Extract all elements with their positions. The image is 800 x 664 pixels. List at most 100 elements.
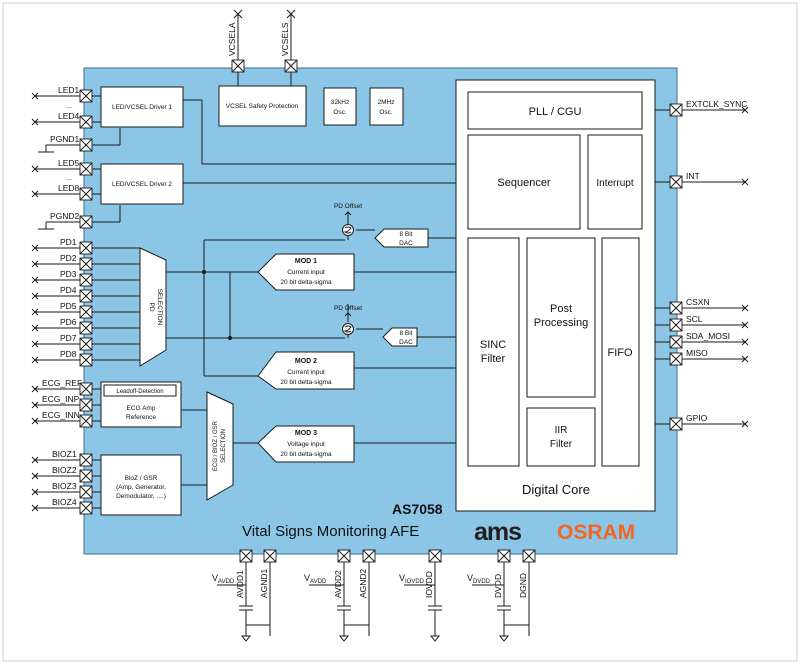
digital-core: PLL / CGU Sequencer Interrupt SINC Filte… [455,79,656,512]
pin-label-pd8: PD8 [60,349,77,359]
pin-label-dgnd: DGND [518,573,528,598]
pin-label-int: INT [686,171,700,181]
svg-text:Current input: Current input [287,269,325,276]
pin-label-pd5: PD5 [60,301,77,311]
supply-label-avdd2: VAVDD [304,573,327,585]
svg-text:IIR: IIR [555,425,568,436]
pin-label-vcsela: VCSELA [227,22,237,56]
pin-label-pd7: PD7 [60,333,77,343]
digital-core-label: Digital Core [522,482,590,497]
pin-label-agnd1: AGND1 [259,568,269,598]
vcsel-safety-protection: VCSEL Safety Protection [218,85,307,127]
pin-label-pd1: PD1 [60,237,77,247]
svg-text:8 Bit: 8 Bit [399,330,412,337]
svg-text:Reference: Reference [126,414,156,421]
pin-label-led8: LED8 [58,183,80,193]
pin-label-led5: LED5 [58,158,80,168]
pin-label-csxn: CSXN [686,297,710,307]
svg-text:Post: Post [550,303,572,315]
pin-label-avdd1: AVDD1 [235,570,245,598]
svg-text:MOD 3: MOD 3 [295,430,317,437]
svg-text:Demodulator, ....): Demodulator, ....) [116,493,166,500]
svg-text:DAC: DAC [399,240,413,247]
svg-text:Processing: Processing [534,317,588,329]
left-ecg-bioz-pins: ECG_REF ECG_INP ECG_INN BIOZ1 BIOZ2 BIOZ… [31,378,82,512]
pin-label-vcsels: VCSELS [280,22,290,56]
chip-subtitle: Vital Signs Monitoring AFE [242,523,419,540]
mod-2: MOD 2 Current input 20 bit delta-sigma [257,351,355,390]
svg-text:PD Offset: PD Offset [334,305,362,312]
pin-label-scl: SCL [686,314,703,324]
pin-label-dvdd: DVDD [493,574,503,598]
pin-label-ecg-inp: ECG_INP [42,394,80,404]
bioz-gsr-block: BioZ / GSR (Amp, Generator, Demodulator,… [100,454,182,516]
svg-text:Osc.: Osc. [379,109,393,116]
svg-text:8 Bit: 8 Bit [399,231,412,238]
left-pd-pins: PD1 PD2 PD3 PD4 PD5 PD6 PD7 PD8 [31,237,80,364]
pin-label-pd2: PD2 [60,253,77,263]
mod-1: MOD 1 Current input 20 bit delta-sigma [257,253,355,291]
svg-text:VCSEL Safety Protection: VCSEL Safety Protection [226,103,299,110]
svg-text:Filter: Filter [481,353,506,365]
pin-label-iovdd: IOVDD [424,571,434,598]
ecg-amp-block: Leadoff-Detection ECG Amp Reference [100,381,182,428]
pin-label-bioz1: BIOZ1 [52,449,77,459]
pin-label-agnd2: AGND2 [358,568,368,598]
interrupt-label: Interrupt [596,178,633,189]
pin-label-pgnd1: PGND1 [50,134,80,144]
svg-text:(Amp, Generator,: (Amp, Generator, [116,484,166,491]
pd-offset-1: PD Offset 8 Bit DAC [334,203,429,248]
top-pins: VCSELA VCSELS [227,9,296,86]
pin-label-pd4: PD4 [60,285,77,295]
pin-label-extclk-sync: EXTCLK_SYNC [686,99,747,109]
pin-label-pgnd2: PGND2 [50,211,80,221]
svg-text:20 bit delta-sigma: 20 bit delta-sigma [280,279,332,286]
svg-text:PD Offset: PD Offset [334,203,362,210]
pin-label-led4: LED4 [58,111,80,121]
svg-text:Voltage input: Voltage input [287,441,325,448]
pin-label-bioz4: BIOZ4 [52,497,77,507]
svg-text:20 bit delta-sigma: 20 bit delta-sigma [280,451,332,458]
pin-label-pd3: PD3 [60,269,77,279]
svg-text:BioZ / GSR: BioZ / GSR [125,475,158,482]
osram-logo: OSRAM [557,521,635,544]
led-driver-1: LED/VCSEL Driver 1 [100,86,184,128]
pin-label-ecg-ref: ECG_REF [42,378,82,388]
svg-text:LED/VCSEL Driver 2: LED/VCSEL Driver 2 [112,181,172,188]
pll-cgu-label: PLL / CGU [529,106,582,118]
led-driver-2: LED/VCSEL Driver 2 [100,163,184,205]
osc-32khz: 32kHz Osc. [323,87,357,126]
pin-label-miso: MISO [686,348,708,358]
pin-label-dots2: ... [66,175,72,182]
chip-name: AS7058 [392,501,443,517]
pin-label-avdd2: AVDD2 [333,570,343,598]
supply-label-iovdd: VIOVDD [399,573,425,585]
left-led-pins: LED1 ... LED4 PGND1 LED5 ... LED8 PGND2 [31,85,80,230]
ams-logo: ams [474,518,521,546]
pin-label-led1: LED1 [58,85,80,95]
right-pins: EXTCLK_SYNC INT CSXN SCL SDA_MOSI MISO G… [682,99,749,428]
svg-text:PD: PD [148,302,155,311]
bottom-pins: VAVDD AVDD1 AGND1 VAVDD AVDD2 AGND2 VIOV… [212,560,530,642]
ecg-bioz-gsr-selection: ECG / BIOZ / GSR SELECTION [206,391,234,501]
svg-text:Osc.: Osc. [333,109,347,116]
svg-text:Leadoff-Detection: Leadoff-Detection [116,389,163,395]
sequencer-label: Sequencer [497,177,551,189]
pin-label-bioz2: BIOZ2 [52,465,77,475]
supply-label-dvdd: VDVDD [467,573,491,585]
mod-3: MOD 3 Voltage input 20 bit delta-sigma [257,425,355,463]
pin-label-sda-mosi: SDA_MOSI [686,331,730,341]
pin-label-ecg-inn: ECG_INN [42,410,80,420]
svg-text:FIFO: FIFO [607,347,632,359]
pd-selection: PD SELECTION [139,247,167,367]
pads [79,59,683,563]
svg-text:SINC: SINC [480,339,506,351]
svg-text:Filter: Filter [550,439,573,450]
svg-text:MOD 1: MOD 1 [295,258,317,265]
svg-text:ECG Amp: ECG Amp [127,405,156,412]
pd-offset-2: PD Offset 8 Bit DAC [334,305,418,347]
pin-label-bioz3: BIOZ3 [52,481,77,491]
pin-label-pd6: PD6 [60,317,77,327]
svg-text:DAC: DAC [399,339,413,346]
